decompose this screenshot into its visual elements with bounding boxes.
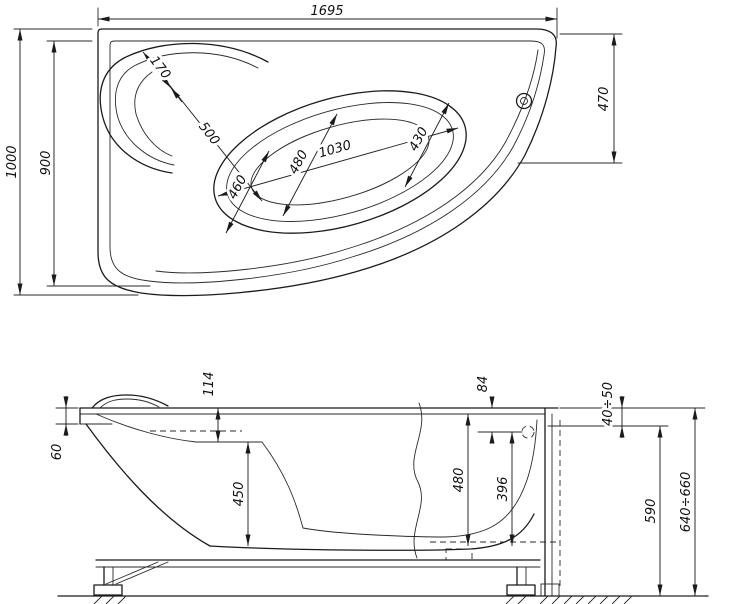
dim-overall-length: 1695 — [310, 4, 343, 19]
dim-overall-height: 640÷660 — [679, 472, 694, 533]
break-line — [413, 402, 423, 559]
tub-inner-rim — [109, 40, 545, 284]
dim-panel-height: 590 — [644, 499, 659, 524]
side-view-outline — [57, 394, 709, 604]
dim-overflow-drop: 84 — [476, 376, 491, 393]
headrest-outer-arc — [99, 42, 269, 174]
side-view-labels: 60 114 450 480 396 84 40÷50 590 640÷660 — [47, 369, 697, 536]
interior-basin — [261, 419, 538, 538]
dim-end-width: 470 — [597, 87, 612, 112]
dim-rim-thickness: 60 — [50, 444, 65, 461]
dim-inner-width: 900 — [39, 151, 54, 176]
dim-inner-depth: 480 — [452, 468, 467, 493]
tub-outer-contour — [97, 28, 557, 297]
drain-inner-circle — [520, 97, 528, 105]
frame-foot-right — [506, 584, 536, 596]
dim-seat-depth: 450 — [232, 482, 247, 507]
interior-seat — [95, 413, 263, 443]
dim-headrest-drop: 114 — [202, 372, 217, 397]
frame-foot-left — [93, 584, 123, 596]
dim-overall-width: 1000 — [5, 145, 20, 178]
floor-hatching — [93, 595, 633, 604]
side-view-dimensions — [55, 396, 706, 597]
top-view-dimensions — [13, 7, 623, 296]
dim-drain-depth: 396 — [496, 477, 511, 502]
dim-rim-gap: 40÷50 — [601, 382, 616, 426]
overflow-hidden — [521, 425, 535, 439]
headrest-profile — [91, 394, 169, 409]
shell-left-slope — [85, 423, 211, 547]
drain-outer-circle — [515, 92, 533, 110]
